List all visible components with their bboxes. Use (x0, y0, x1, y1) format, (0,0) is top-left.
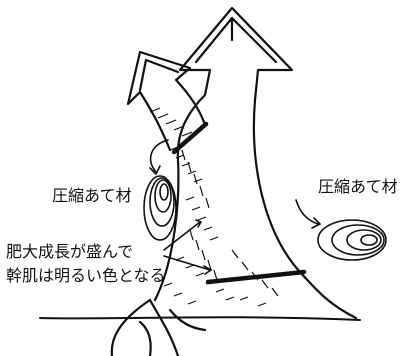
growth-pointer-upper (163, 221, 201, 251)
left-cross-section (143, 175, 177, 241)
growth-label: 肥大成長が盛んで 幹肌は明るい色となる (6, 240, 166, 288)
left-curved-arrow (149, 139, 169, 173)
right-curved-arrow (295, 199, 319, 225)
right-cross-section (317, 219, 387, 261)
roots (110, 298, 207, 356)
growth-label-line-1: 肥大成長が盛んで (6, 242, 134, 261)
growth-label-line-2: 幹肌は明るい色となる (6, 266, 166, 285)
trunk-outline (153, 6, 358, 320)
growth-pointer-lower (163, 255, 211, 271)
branch-arrow-inner (138, 58, 180, 92)
lower-section-marker (205, 269, 307, 285)
branch-outline (126, 50, 207, 152)
upper-section-marker (171, 121, 209, 155)
right-compression-wood-label: 圧縮あて材 (318, 177, 398, 196)
bark-texture (149, 107, 279, 307)
left-compression-wood-label: 圧縮あて材 (52, 186, 132, 205)
ground-line (39, 316, 361, 321)
upper-arrowhead (194, 16, 278, 64)
